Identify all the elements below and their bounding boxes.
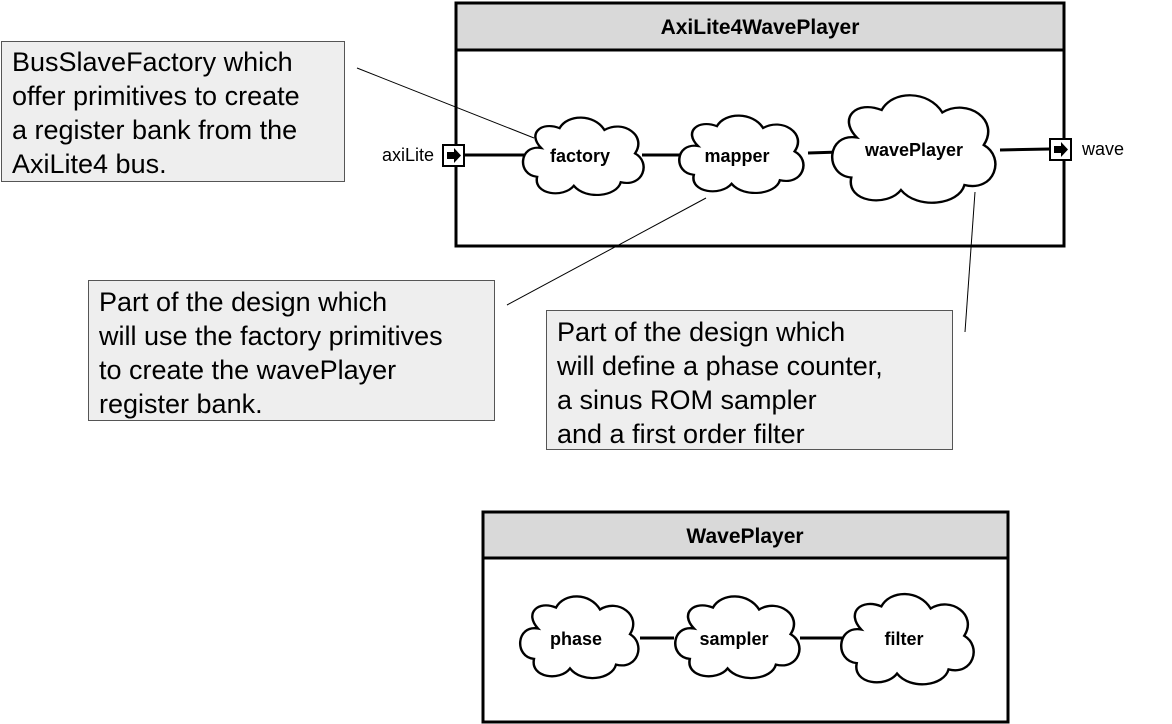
axilite4waveplayer-title-bar: [454, 1, 1066, 52]
note-factory-line-3: a register bank from the: [12, 115, 298, 145]
note-mapper-line-2: will use the factory primitives: [99, 321, 443, 351]
waveplayer-block: WavePlayer phase sampler filter: [481, 510, 1010, 724]
wire-waveplayer-wave: [999, 147, 1051, 152]
callout-line-waveplayer: [964, 191, 976, 333]
filter-label: filter: [884, 629, 923, 649]
note-waveplayer-line-2: will define a phase counter,: [557, 351, 883, 381]
waveplayer-block-title: WavePlayer: [686, 525, 803, 548]
note-waveplayer: Part of the design which will define a p…: [546, 310, 953, 450]
note-waveplayer-line-1: Part of the design which: [557, 317, 846, 347]
note-waveplayer-line-4: and a first order filter: [557, 419, 805, 449]
note-mapper-line-1: Part of the design which: [99, 287, 388, 317]
sampler-label: sampler: [699, 629, 768, 649]
waveplayer-label: wavePlayer: [864, 140, 963, 160]
callout-line-factory: [356, 67, 535, 139]
waveplayer-title-bar: [481, 510, 1010, 560]
axilite-port-label: axiLite: [382, 145, 434, 165]
note-mapper: Part of the design which will use the fa…: [88, 280, 495, 421]
axilite-port: [442, 144, 465, 167]
axilite4waveplayer-block: AxiLite4WavePlayer axiLite wave factory …: [382, 1, 1124, 248]
note-factory-line-4: AxiLite4 bus.: [12, 149, 167, 179]
note-factory-line-1: BusSlaveFactory which: [12, 47, 293, 77]
note-waveplayer-line-3: a sinus ROM sampler: [557, 385, 817, 415]
mapper-label: mapper: [704, 146, 769, 166]
callout-line-mapper: [506, 197, 707, 306]
note-mapper-line-3: to create the wavePlayer: [99, 355, 397, 385]
note-factory: BusSlaveFactory which offer primitives t…: [1, 41, 345, 182]
note-factory-line-2: offer primitives to create: [12, 81, 300, 111]
arrow-right-icon: [1054, 142, 1068, 157]
arrow-right-icon: [447, 148, 461, 163]
wave-port: [1049, 138, 1072, 161]
note-mapper-line-4: register bank.: [99, 389, 263, 419]
wave-port-label: wave: [1081, 139, 1124, 159]
axilite4waveplayer-title: AxiLite4WavePlayer: [661, 16, 860, 39]
phase-label: phase: [550, 629, 602, 649]
factory-label: factory: [550, 146, 610, 166]
